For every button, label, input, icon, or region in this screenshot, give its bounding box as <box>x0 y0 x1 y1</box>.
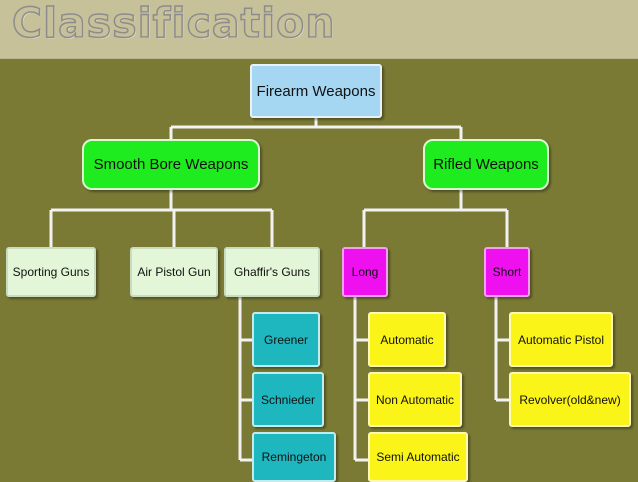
connector-root-branches <box>169 118 463 139</box>
node-rifled-weapons: Rifled Weapons <box>423 139 549 190</box>
node-long: Long <box>342 247 388 297</box>
node-semi-automatic: Semi Automatic <box>368 432 468 482</box>
node-firearm-weapons: Firearm Weapons <box>250 64 382 118</box>
connector-ghaffirs-children <box>238 297 252 462</box>
header-divider <box>0 58 638 59</box>
node-automatic: Automatic <box>368 312 446 367</box>
node-non-automatic: Non Automatic <box>368 372 462 427</box>
page-title: Classification <box>11 0 336 47</box>
node-air-pistol-gun: Air Pistol Gun <box>130 247 218 297</box>
connector-rifled-children <box>362 190 509 247</box>
connector-short-children <box>494 297 509 402</box>
node-smooth-bore-weapons: Smooth Bore Weapons <box>82 139 260 190</box>
connector-smooth-children <box>49 190 274 247</box>
header-bar: Classification <box>0 0 638 58</box>
node-remingeton: Remingeton <box>252 432 336 482</box>
node-short: Short <box>484 247 530 297</box>
connector-long-children <box>353 297 368 462</box>
node-sporting-guns: Sporting Guns <box>6 247 96 297</box>
node-greener: Greener <box>252 312 320 367</box>
node-automatic-pistol: Automatic Pistol <box>509 312 613 367</box>
node-revolver: Revolver(old&new) <box>509 372 631 427</box>
node-schnieder: Schnieder <box>252 372 324 427</box>
node-ghaffirs-guns: Ghaffir's Guns <box>224 247 320 297</box>
